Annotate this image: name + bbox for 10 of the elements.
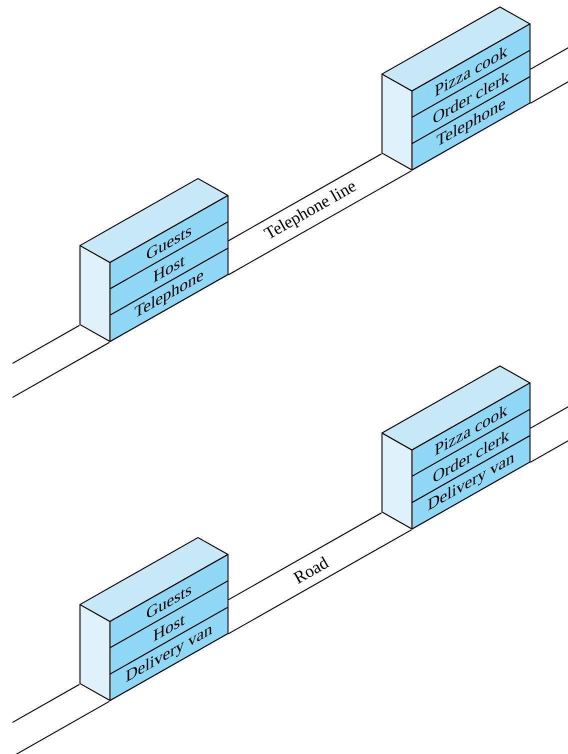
- line: [530, 439, 568, 463]
- stack-box: [381, 6, 531, 171]
- line: [228, 170, 412, 276]
- edge-label: Road: [290, 554, 332, 586]
- stack-box: [381, 365, 531, 530]
- stack-box: [79, 537, 229, 702]
- line: [12, 342, 110, 398]
- stack-box: [79, 178, 229, 342]
- line: [530, 80, 568, 104]
- line: [228, 529, 412, 634]
